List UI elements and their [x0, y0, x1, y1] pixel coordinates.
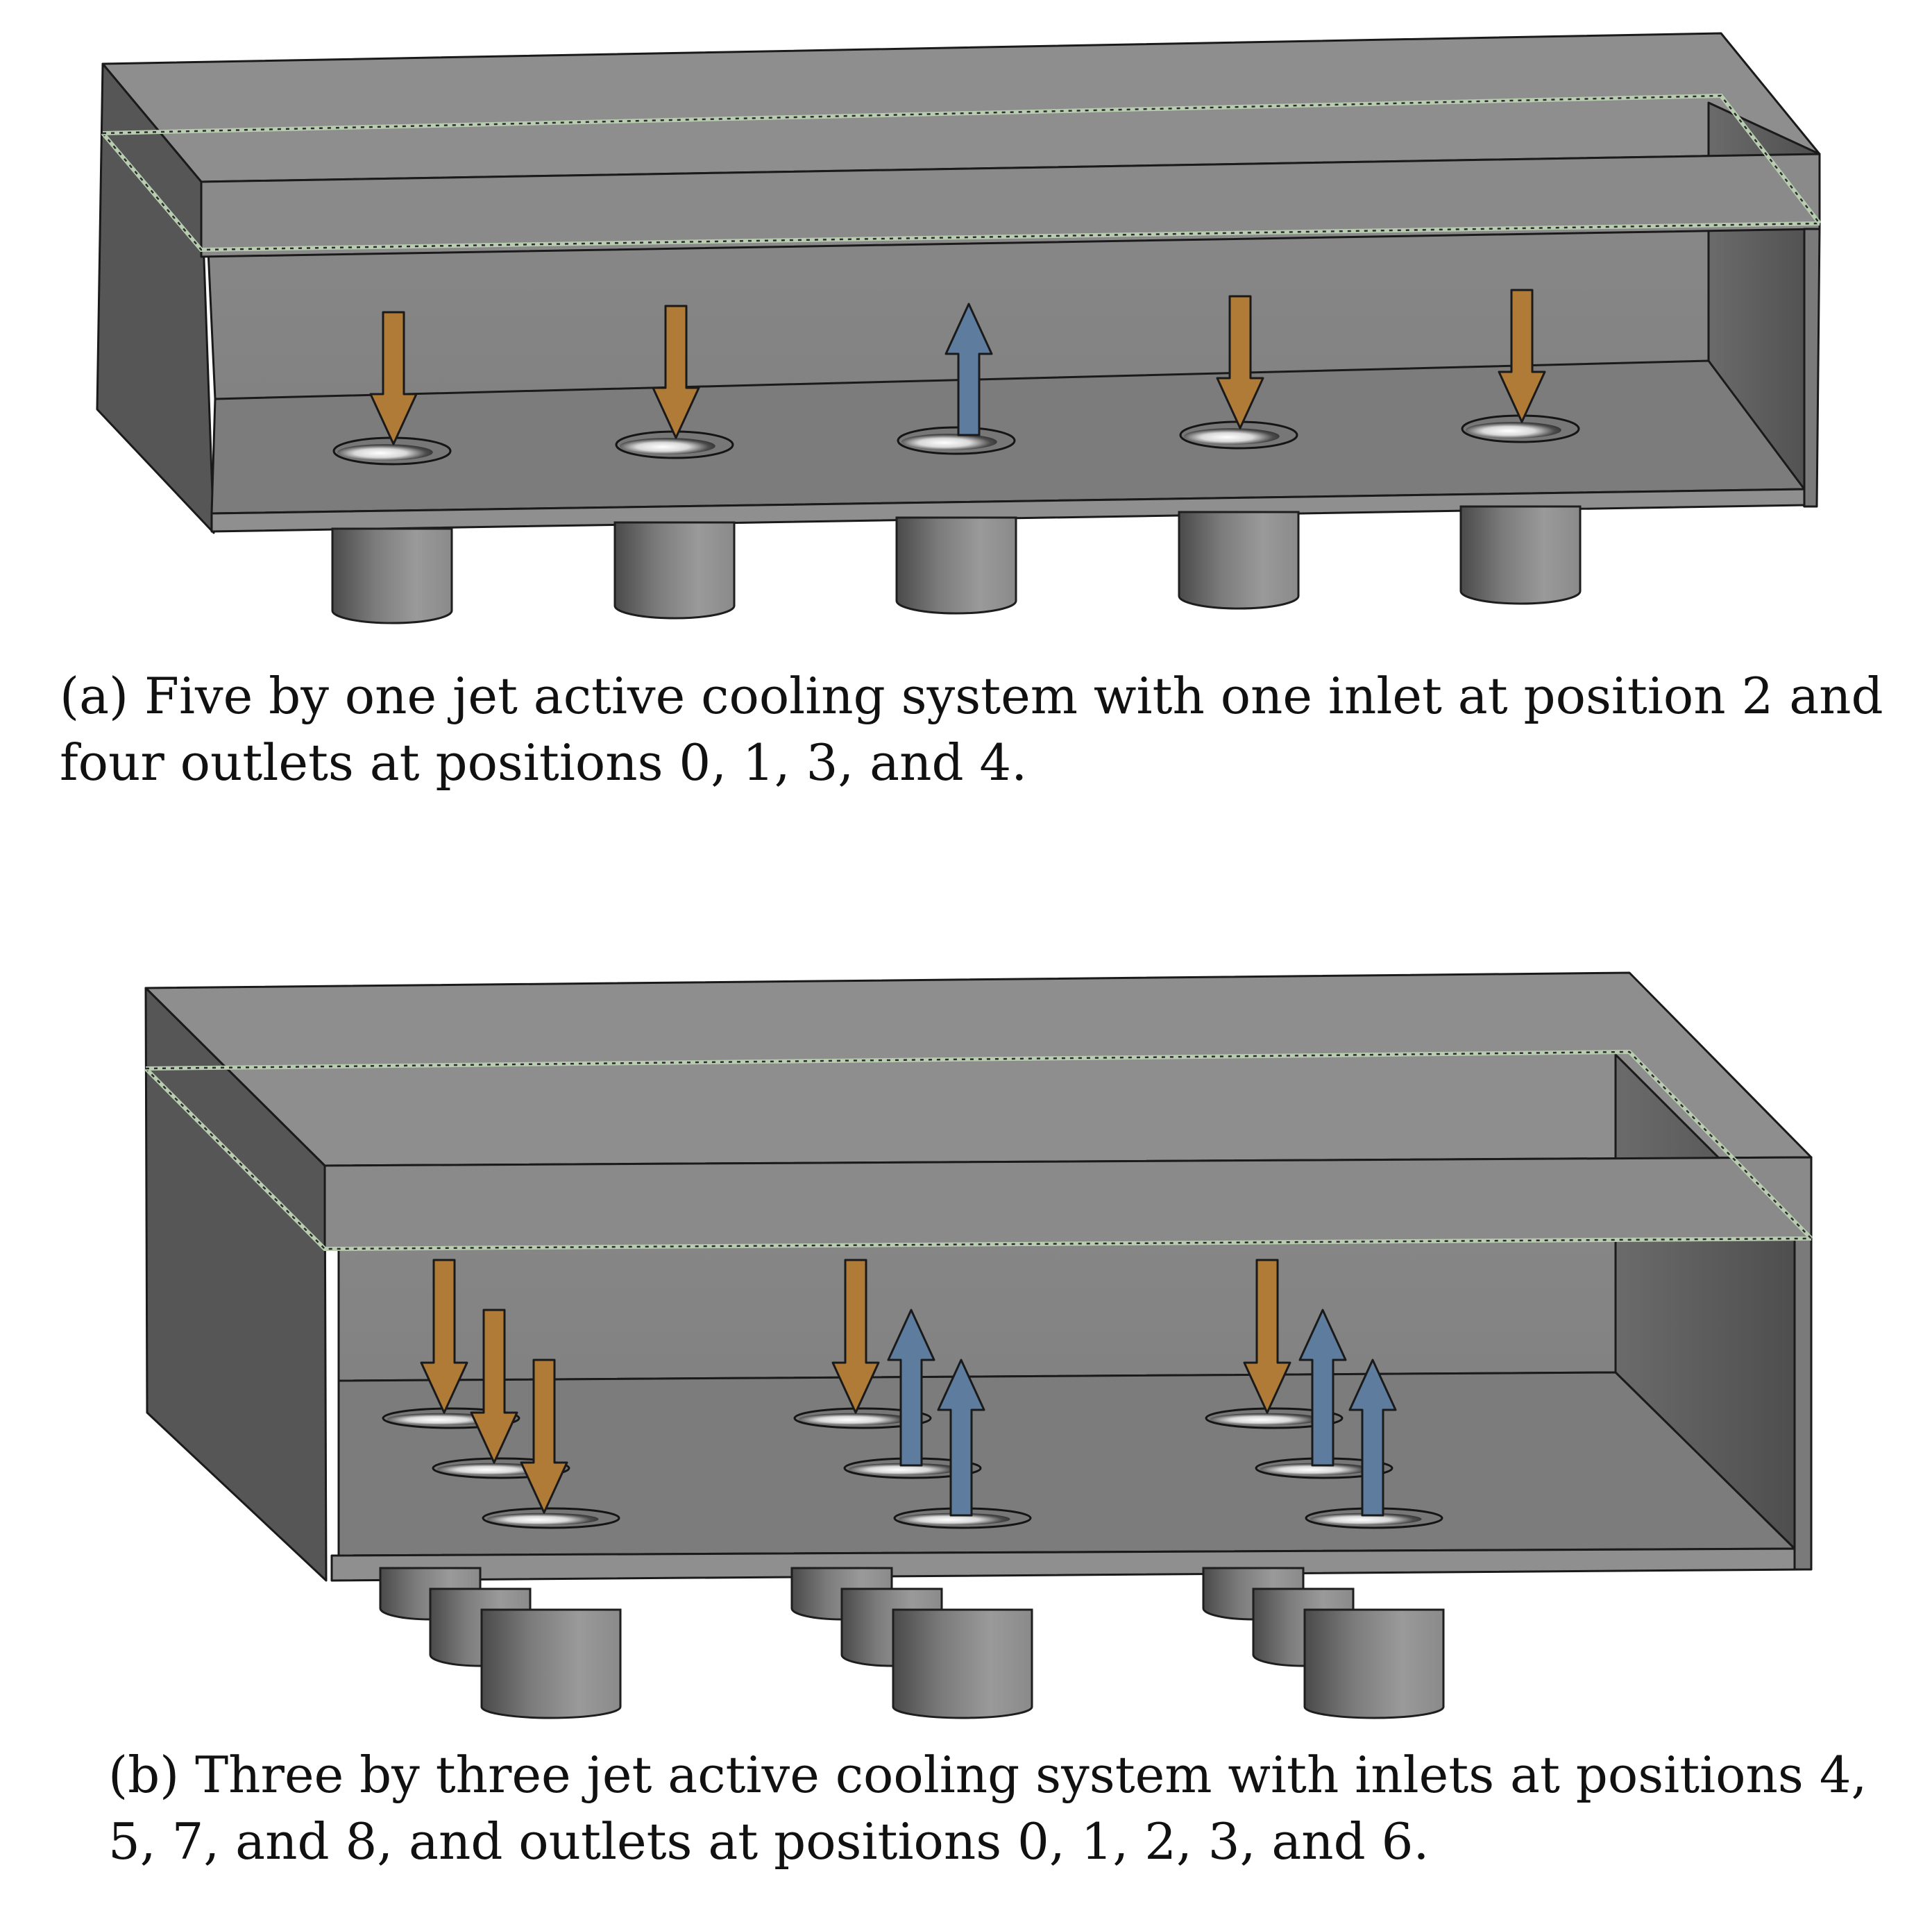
cylinder-a-1: [613, 521, 736, 620]
jet-hole-b-5: [1260, 1463, 1372, 1476]
caption-b-line-2: 5, 7, and 8, and outlets at positions 0,…: [108, 1812, 1430, 1871]
dashed-plane-0: [145, 1068, 1812, 1250]
jet-hole-b-6: [486, 1513, 599, 1526]
caption-figure-b: (b) Three by three jet active cooling sy…: [108, 1742, 1867, 1875]
jet-hole-b-1: [798, 1413, 910, 1426]
figure-b-diagram: [144, 971, 1813, 1719]
caption-figure-a: (a) Five by one jet active cooling syste…: [60, 663, 1885, 796]
cylinder-b-7: [892, 1608, 1033, 1719]
jet-hole-b-7: [898, 1513, 1010, 1526]
figure-a-diagram: [96, 32, 1822, 624]
jet-hole-a-1: [620, 438, 715, 454]
jet-hole-b-0: [387, 1413, 499, 1426]
outlet-arrow-a-1: [652, 305, 700, 439]
right-edge: [1793, 1237, 1813, 1571]
dashed-plane-1: [145, 1050, 1812, 1239]
jet-hole-a-0: [337, 444, 433, 461]
outlet-arrow-a-4: [1498, 289, 1546, 423]
outlet-arrow-b-2: [1243, 1259, 1291, 1414]
jet-hole-b-2: [1210, 1413, 1322, 1426]
top-lid: [144, 971, 1813, 1167]
cylinder-a-2: [895, 516, 1017, 615]
jet-hole-b-3: [437, 1463, 549, 1476]
cylinder-b-8: [1303, 1608, 1445, 1719]
jet-hole-a-2: [901, 434, 997, 450]
jet-hole-b-8: [1310, 1513, 1422, 1526]
jet-hole-b-4: [848, 1463, 960, 1476]
caption-a-line-2: four outlets at positions 0, 1, 3, and 4…: [60, 733, 1028, 792]
cylinder-a-3: [1178, 511, 1300, 610]
dashed-plane-1: [102, 94, 1820, 224]
cylinder-a-0: [331, 527, 453, 624]
caption-a-line-1: (a) Five by one jet active cooling syste…: [60, 667, 1883, 725]
jet-hole-a-4: [1466, 422, 1561, 439]
right-edge: [1803, 228, 1821, 508]
caption-b-line-1: (b) Three by three jet active cooling sy…: [108, 1746, 1867, 1804]
cylinder-a-4: [1459, 505, 1582, 605]
inlet-arrow-b-5: [1298, 1309, 1347, 1467]
left-side-face: [144, 987, 328, 1582]
dashed-plane-0: [102, 133, 1820, 251]
jet-hole-a-3: [1184, 428, 1280, 445]
inlet-arrow-a-2: [944, 303, 993, 436]
outlet-arrow-a-0: [369, 311, 418, 445]
outlet-arrow-b-1: [831, 1259, 880, 1414]
inlet-arrow-b-8: [1348, 1359, 1397, 1517]
outlet-arrow-b-3: [470, 1309, 518, 1464]
outlet-arrow-a-3: [1216, 295, 1264, 429]
cylinder-b-6: [480, 1608, 622, 1719]
outlet-arrow-b-0: [420, 1259, 468, 1414]
outlet-arrow-b-6: [520, 1359, 568, 1514]
inlet-arrow-b-4: [887, 1309, 935, 1467]
left-side-face: [96, 62, 215, 534]
front-wall: [323, 1156, 1813, 1250]
inlet-arrow-b-7: [937, 1359, 985, 1517]
